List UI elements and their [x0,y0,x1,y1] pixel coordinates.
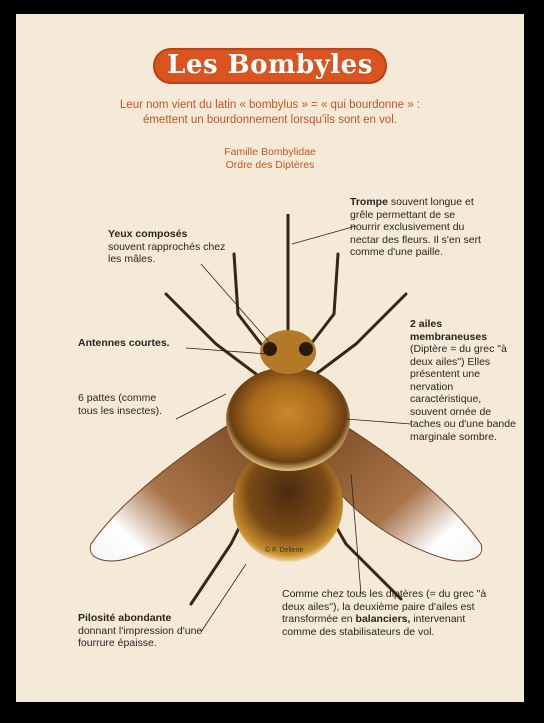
leg-mid-left [166,294,256,374]
label-eyes-title: Yeux composés [108,228,187,240]
label-legs: 6 pattes (comme tous les insectes). [78,392,178,417]
eye-right [299,342,313,356]
label-hair: Pilosité abondante donnant l'impression … [78,612,218,650]
leg-front-right [311,254,338,344]
label-proboscis-title: Trompe [350,196,388,208]
label-wings-text: (Diptère = du grec "à deux ailes") Elles… [410,343,516,443]
thorax [226,367,350,471]
leg-mid-right [316,294,406,374]
label-wings: 2 ailes membraneuses (Diptère = du grec … [410,318,520,443]
leg-front-left [234,254,261,344]
illustration-credit: © F. Dellene [265,547,303,554]
label-proboscis: Trompe souvent longue et grêle permettan… [350,196,485,259]
label-antennae-text: Antennes courtes. [78,337,170,349]
label-eyes-text: souvent rapprochés chez les mâles. [108,241,225,266]
label-halteres-title: balanciers, [356,613,411,625]
label-wings-title: 2 ailes membraneuses [410,318,487,343]
wing-left [90,414,251,561]
label-eyes: Yeux composés souvent rapprochés chez le… [108,228,238,266]
label-legs-text: 6 pattes (comme tous les insectes). [78,392,162,417]
label-hair-title: Pilosité abondante [78,612,171,624]
label-antennae: Antennes courtes. [78,337,198,350]
label-halteres: Comme chez tous les diptères (= du grec … [282,588,492,638]
label-hair-text: donnant l'impression d'une fourrure épai… [78,625,202,650]
